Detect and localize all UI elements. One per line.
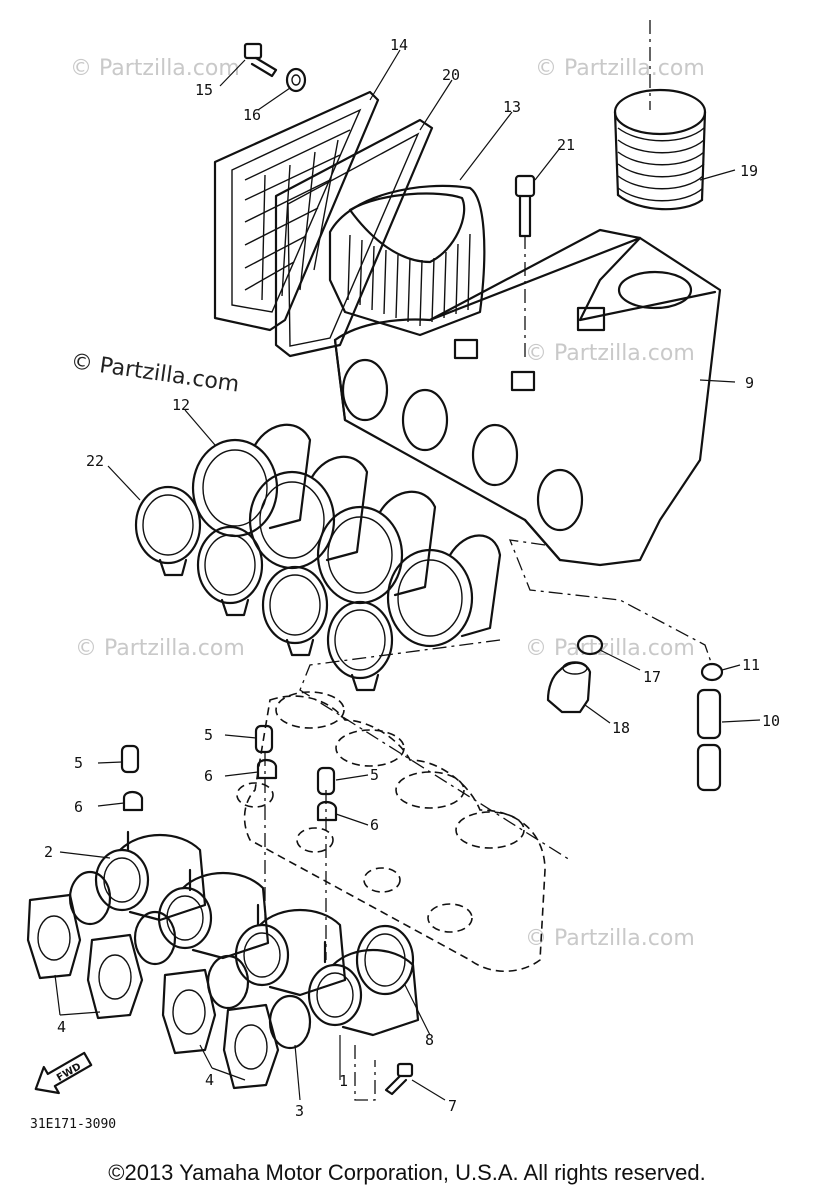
- label-4: 4: [205, 1071, 214, 1089]
- part-22-clamps: [134, 485, 394, 692]
- carburetor-outline: [236, 691, 546, 972]
- part-17-cap: [576, 634, 604, 656]
- label-7: 7: [448, 1097, 457, 1115]
- label-10: 10: [762, 712, 780, 730]
- label-16: 16: [243, 106, 261, 124]
- label-22: 22: [86, 452, 104, 470]
- label-6: 6: [370, 816, 379, 834]
- label-3: 3: [295, 1102, 304, 1120]
- watermark-text: © Partzilla.com: [525, 636, 695, 661]
- label-11: 11: [742, 656, 760, 674]
- label-6: 6: [204, 767, 213, 785]
- watermark-text: © Partzilla.com: [75, 636, 245, 661]
- part-labels: 1 2 3 4 4 5 5 5 6 6 6 7 8 9 10 11 12 13 …: [44, 36, 780, 1120]
- part-16-nut: [285, 67, 307, 93]
- label-17: 17: [643, 668, 661, 686]
- part-13-filter-element: [328, 184, 486, 337]
- fwd-label: FWD: [55, 1061, 83, 1084]
- part-8-clamp: [355, 924, 415, 996]
- part-7-screw: [384, 1062, 414, 1096]
- part-21-bolt: [514, 174, 536, 238]
- label-1: 1: [339, 1072, 348, 1090]
- watermark-text: © Partzilla.com: [70, 56, 240, 81]
- part-18-elbow-hose: [546, 661, 592, 714]
- watermark-text: © Partzilla.com: [525, 341, 695, 366]
- label-18: 18: [612, 719, 630, 737]
- label-9: 9: [745, 374, 754, 392]
- fwd-arrow-icon: FWD: [34, 1051, 93, 1095]
- part-19-bellows: [613, 88, 707, 211]
- indication-lines: [264, 20, 713, 1101]
- label-20: 20: [442, 66, 460, 84]
- part-11-clip: [700, 662, 724, 682]
- part-6-clip: [122, 758, 338, 822]
- part-3-orings: [68, 870, 312, 1050]
- copyright-notice: ©2013 Yamaha Motor Corporation, U.S.A. A…: [108, 1160, 706, 1185]
- part-4-gaskets: [26, 893, 280, 1090]
- label-19: 19: [740, 162, 758, 180]
- label-12: 12: [172, 396, 190, 414]
- part-14-filter-cover: [213, 90, 380, 332]
- part-5-cap: [120, 724, 336, 796]
- label-6: 6: [74, 798, 83, 816]
- label-4: 4: [57, 1018, 66, 1036]
- label-21: 21: [557, 136, 575, 154]
- leader-lines: [54, 49, 761, 1101]
- label-5: 5: [74, 754, 83, 772]
- watermark-text: © Partzilla.com: [535, 56, 705, 81]
- watermark-text-dark: © Partzilla.com: [69, 349, 241, 397]
- part-10-drain-hose: [696, 688, 722, 792]
- label-8: 8: [425, 1031, 434, 1049]
- label-5: 5: [370, 766, 379, 784]
- part-15-bolt: [243, 42, 278, 78]
- label-13: 13: [503, 98, 521, 116]
- part-20-gasket: [274, 118, 434, 358]
- label-2: 2: [44, 843, 53, 861]
- label-15: 15: [195, 81, 213, 99]
- diagram-code: 31E171-3090: [30, 1117, 116, 1132]
- label-14: 14: [390, 36, 408, 54]
- label-5: 5: [204, 726, 213, 744]
- part-12-intake-joints: [191, 423, 502, 648]
- part-2-manifolds: [94, 830, 420, 1037]
- part-9-airbox: [333, 228, 722, 567]
- watermark-text: © Partzilla.com: [525, 926, 695, 951]
